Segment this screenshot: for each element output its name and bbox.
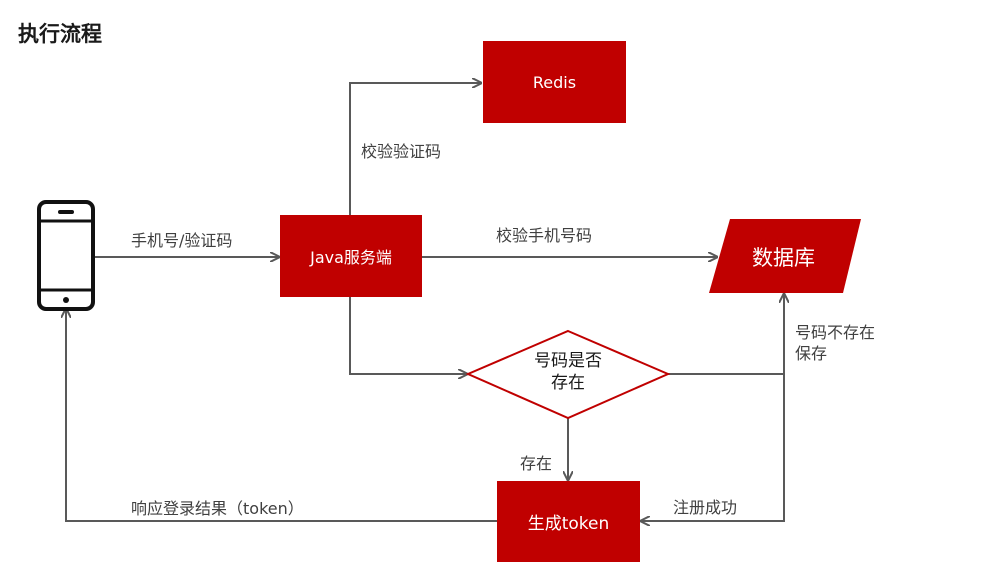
page-title: 执行流程 — [18, 22, 102, 46]
edge-label-server-to-db: 校验手机号码 — [496, 226, 593, 245]
java-server-label: Java服务端 — [310, 248, 392, 267]
arrow-db-to-token — [641, 374, 785, 521]
edge-label-db-to-token: 注册成功 — [673, 498, 738, 517]
database-shape — [709, 219, 861, 293]
edge-label-decision-to-db: 号码不存在 保存 — [795, 322, 875, 364]
java-server-node: Java服务端 — [280, 215, 422, 297]
arrow-token-to-phone — [66, 309, 497, 522]
edge-label-decision-to-db-line2: 保存 — [795, 344, 828, 363]
decision-diamond — [465, 329, 671, 420]
token-node: 生成token — [497, 481, 640, 562]
edge-label-phone-to-server: 手机号/验证码 — [131, 231, 233, 250]
decision-label: 号码是否 存在 — [508, 350, 628, 394]
redis-node: Redis — [483, 41, 626, 123]
edge-label-token-to-phone: 响应登录结果（token） — [131, 499, 304, 518]
arrow-decision-to-db — [668, 294, 784, 375]
arrow-server-to-redis — [349, 83, 481, 215]
edge-label-decision-to-token: 存在 — [520, 454, 553, 473]
edge-label-decision-to-db-line1: 号码不存在 — [795, 323, 876, 342]
edge-label-server-to-redis: 校验验证码 — [361, 142, 442, 161]
decision-label-line2: 存在 — [551, 373, 585, 393]
arrow-server-to-decision — [349, 297, 467, 374]
smartphone-icon — [37, 200, 95, 311]
token-label: 生成token — [527, 514, 610, 534]
decision-label-line1: 号码是否 — [534, 351, 602, 371]
database-label: 数据库 — [752, 246, 815, 270]
redis-label: Redis — [532, 72, 577, 92]
